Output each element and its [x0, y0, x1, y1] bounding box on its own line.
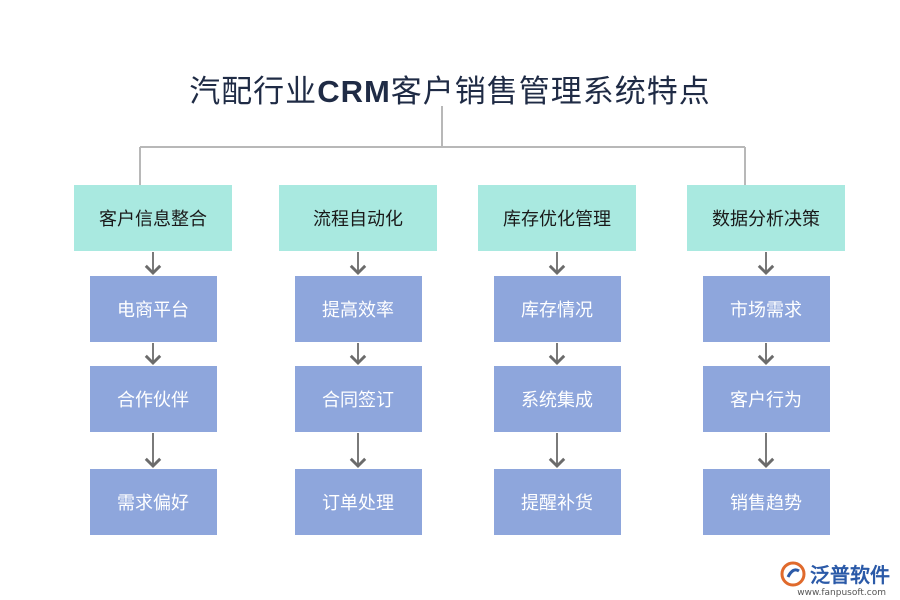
- feature-box: 合作伙伴: [89, 366, 217, 432]
- feature-box: 需求偏好: [89, 469, 217, 535]
- category-box: 库存优化管理: [478, 185, 636, 251]
- feature-box: 销售趋势: [702, 469, 830, 535]
- feature-box: 提醒补货: [493, 469, 621, 535]
- feature-box: 市场需求: [702, 276, 830, 342]
- title-latin: CRM: [317, 74, 391, 109]
- page-title: 汽配行业CRM客户销售管理系统特点: [0, 66, 900, 111]
- feature-box: 系统集成: [493, 366, 621, 432]
- category-box: 数据分析决策: [687, 185, 845, 251]
- brand-logo: 泛普软件: [780, 559, 890, 588]
- logo-name: 泛普软件: [810, 563, 890, 587]
- fanpu-logo-icon: [780, 561, 806, 586]
- category-box: 客户信息整合: [74, 185, 232, 251]
- title-suffix: 客户销售管理系统特点: [390, 74, 711, 110]
- feature-box: 库存情况: [493, 276, 621, 342]
- feature-box: 电商平台: [89, 276, 217, 342]
- logo-url: www.fanpusoft.com: [797, 588, 886, 598]
- category-box: 流程自动化: [279, 185, 437, 251]
- feature-box: 提高效率: [294, 276, 422, 342]
- feature-box: 合同签订: [294, 366, 422, 432]
- feature-box: 订单处理: [294, 469, 422, 535]
- title-prefix: 汽配行业: [189, 74, 318, 110]
- feature-box: 客户行为: [702, 366, 830, 432]
